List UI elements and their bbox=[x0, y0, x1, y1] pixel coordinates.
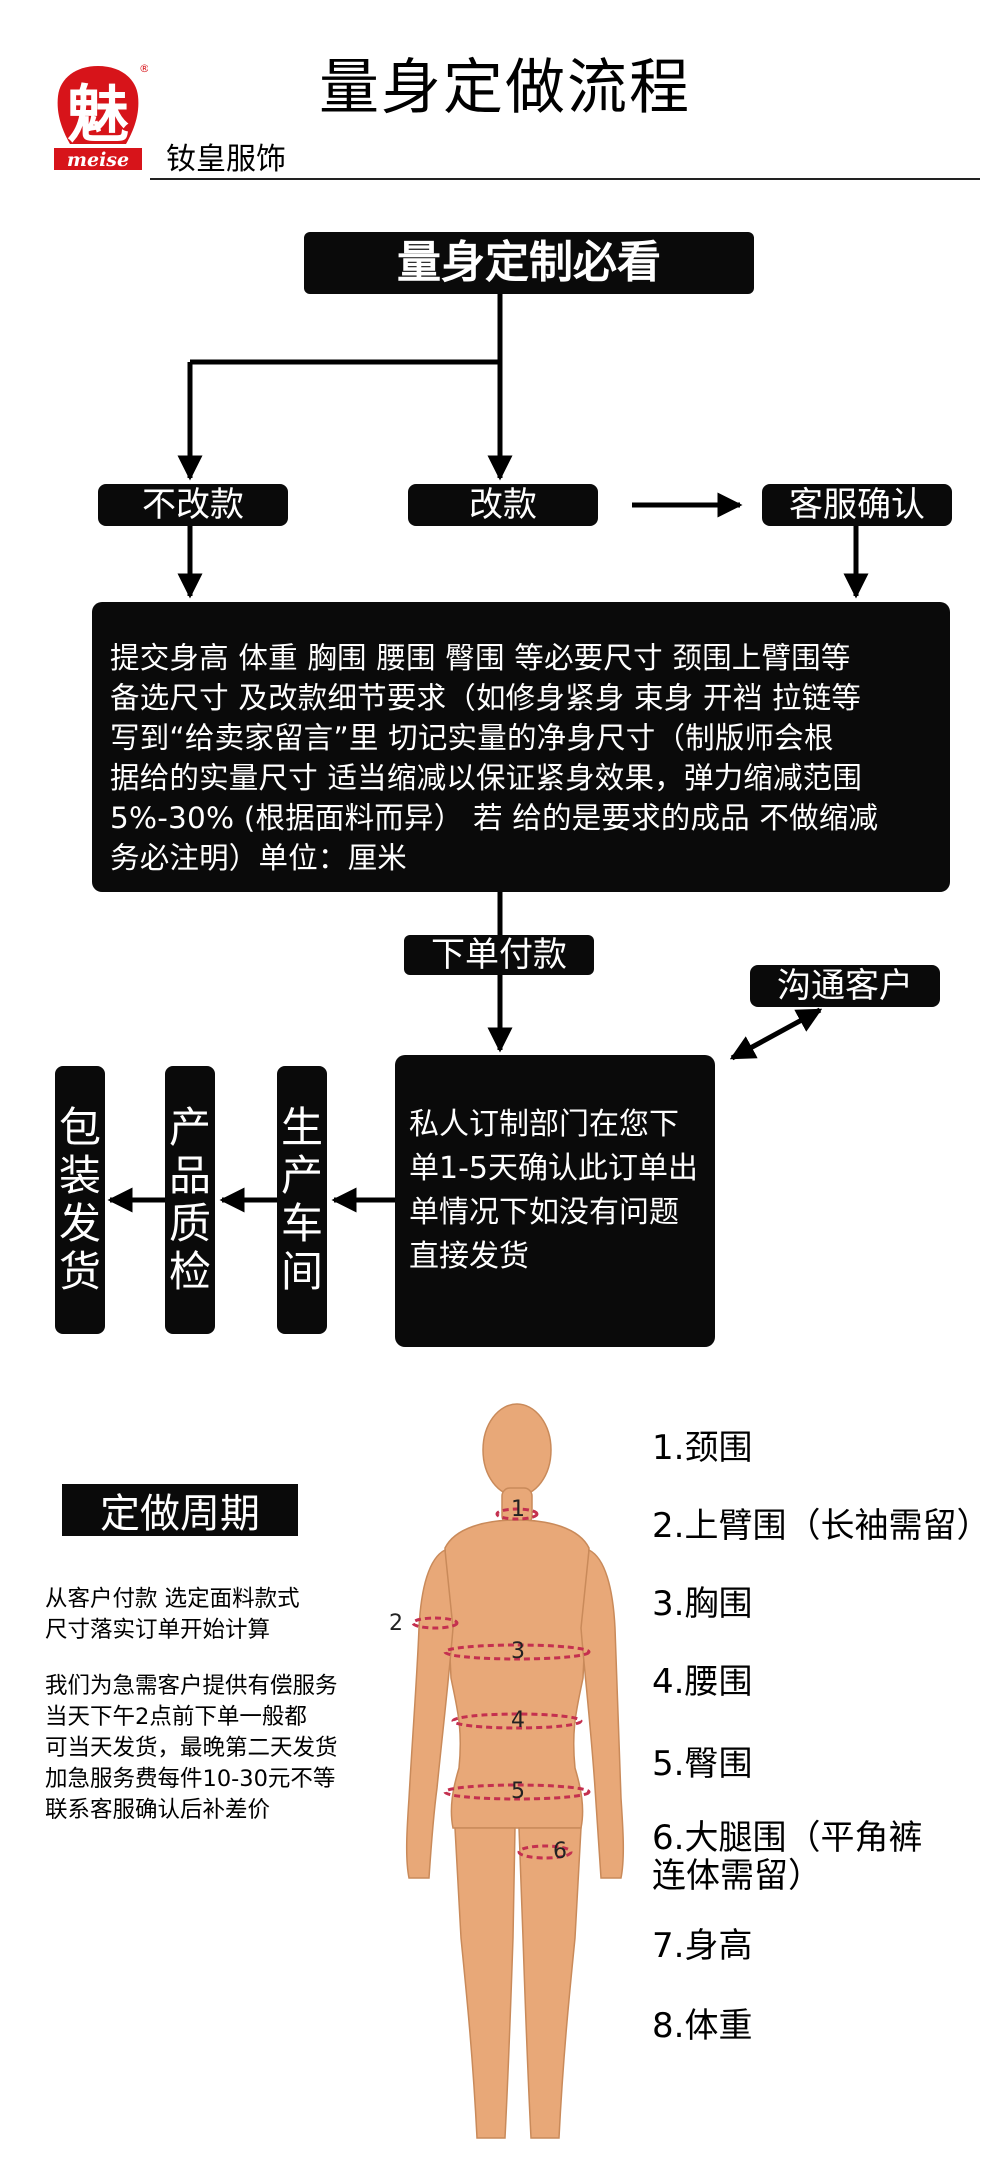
measure-thigh: 6.大腿围（平角裤 bbox=[652, 1818, 923, 1858]
measure-thigh-note: 连体需留） bbox=[652, 1856, 822, 1896]
instruction-line: 务必注明）单位：厘米 bbox=[110, 841, 408, 875]
quality-check-box: 产 品 质 检 bbox=[165, 1066, 215, 1334]
mannequin-right-arm bbox=[580, 1548, 625, 1879]
instruction-line: 5%-30% (根据面料而异） 若 给的是要求的成品 不做缩减 bbox=[110, 801, 879, 835]
measure-waist: 4.腰围 bbox=[652, 1662, 753, 1702]
cycle-line: 加急服务费每件10-30元不等 bbox=[45, 1766, 336, 1792]
marker-1: 1 bbox=[511, 1497, 525, 1522]
mannequin-left-leg bbox=[454, 1827, 516, 2139]
quality-char: 产 bbox=[168, 1103, 211, 1152]
packing-char: 货 bbox=[58, 1247, 101, 1296]
upper-arm-marker-ring bbox=[411, 1616, 459, 1630]
no-change-box: 不改款 bbox=[98, 484, 288, 526]
cs-confirm-box: 客服确认 bbox=[762, 484, 952, 526]
production-char: 生 bbox=[280, 1103, 323, 1152]
pay-box: 下单付款 bbox=[404, 935, 594, 975]
instruction-line: 据给的实量尺寸 适当缩减以保证紧身效果，弹力缩减范围 bbox=[110, 761, 863, 795]
header-divider bbox=[150, 178, 980, 180]
measure-hip: 5.臀围 bbox=[652, 1744, 753, 1784]
custom-dept-line: 私人订制部门在您下 bbox=[409, 1107, 679, 1142]
cycle-line: 尺寸落实订单开始计算 bbox=[45, 1617, 271, 1643]
marker-2: 2 bbox=[389, 1611, 403, 1636]
instruction-line: 备选尺寸 及改款细节要求（如修身紧身 束身 开裆 拉链等 bbox=[110, 681, 862, 715]
mannequin-right-leg bbox=[518, 1827, 582, 2139]
measure-height: 7.身高 bbox=[652, 1926, 753, 1966]
custom-dept-box: 私人订制部门在您下 单1-5天确认此订单出 单情况下如没有问题 直接发货 bbox=[395, 1055, 715, 1347]
measure-weight: 8.体重 bbox=[652, 2006, 753, 2046]
instructions-box: 提交身高 体重 胸围 腰围 臀围 等必要尺寸 颈围上臂围等 备选尺寸 及改款细节… bbox=[92, 602, 950, 892]
contact-customer-box: 沟通客户 bbox=[750, 965, 940, 1007]
arrow-contact-dept bbox=[729, 1007, 823, 1061]
brand-name: 钕皇服饰 bbox=[166, 142, 286, 177]
logo-wordmark: meise bbox=[67, 149, 129, 171]
mannequin-left-arm bbox=[405, 1548, 454, 1879]
production-char: 间 bbox=[280, 1247, 323, 1296]
marker-6: 6 bbox=[553, 1839, 567, 1864]
mannequin-figure: 1 2 3 4 5 6 bbox=[385, 1378, 685, 2158]
cycle-line: 从客户付款 选定面料款式 bbox=[45, 1586, 300, 1612]
measure-neck: 1.颈围 bbox=[652, 1428, 753, 1468]
measure-upper-arm: 2.上臂围（长袖需留） bbox=[652, 1506, 991, 1546]
logo-glyph: 魅 bbox=[67, 78, 129, 151]
quality-char: 品 bbox=[168, 1151, 211, 1200]
hip-marker-ring bbox=[443, 1783, 591, 1801]
cycle-line: 联系客服确认后补差价 bbox=[45, 1797, 271, 1823]
instruction-line: 写到“给卖家留言”里 切记实量的净身尺寸（制版师会根 bbox=[110, 721, 834, 755]
cycle-line: 我们为急需客户提供有偿服务 bbox=[45, 1673, 338, 1699]
marker-3: 3 bbox=[511, 1639, 525, 1664]
packing-char: 发 bbox=[58, 1199, 101, 1248]
cycle-line: 可当天发货，最晚第二天发货 bbox=[45, 1735, 338, 1761]
production-box: 生 产 车 间 bbox=[277, 1066, 327, 1334]
instruction-line: 提交身高 体重 胸围 腰围 臀围 等必要尺寸 颈围上臂围等 bbox=[110, 641, 851, 675]
thigh-marker-ring bbox=[517, 1844, 573, 1860]
custom-dept-line: 单1-5天确认此订单出 bbox=[409, 1151, 698, 1186]
quality-char: 检 bbox=[168, 1247, 211, 1296]
cycle-description: 从客户付款 选定面料款式 尺寸落实订单开始计算 我们为急需客户提供有偿服务 当天… bbox=[45, 1584, 338, 1826]
must-read-box: 量身定制必看 bbox=[304, 232, 754, 294]
brand-logo: 魅 ® meise bbox=[48, 60, 148, 175]
page-title: 量身定做流程 bbox=[319, 53, 691, 123]
production-char: 产 bbox=[280, 1151, 323, 1200]
production-char: 车 bbox=[280, 1199, 323, 1248]
waist-marker-ring bbox=[451, 1712, 583, 1730]
logo-registered-mark: ® bbox=[139, 62, 148, 75]
change-box: 改款 bbox=[408, 484, 598, 526]
custom-dept-line: 单情况下如没有问题 bbox=[409, 1195, 679, 1230]
neck-marker-ring bbox=[495, 1507, 539, 1521]
measure-chest: 3.胸围 bbox=[652, 1584, 753, 1624]
marker-5: 5 bbox=[511, 1779, 525, 1804]
marker-4: 4 bbox=[511, 1708, 525, 1733]
cycle-heading: 定做周期 bbox=[62, 1484, 298, 1537]
chest-marker-ring bbox=[443, 1643, 591, 1661]
mannequin-head bbox=[482, 1403, 552, 1497]
packing-char: 装 bbox=[58, 1151, 101, 1200]
packing-shipping-box: 包 装 发 货 bbox=[55, 1066, 105, 1334]
quality-char: 质 bbox=[168, 1199, 211, 1248]
custom-dept-line: 直接发货 bbox=[409, 1239, 529, 1274]
packing-char: 包 bbox=[58, 1103, 101, 1152]
cycle-line: 当天下午2点前下单一般都 bbox=[45, 1704, 307, 1730]
